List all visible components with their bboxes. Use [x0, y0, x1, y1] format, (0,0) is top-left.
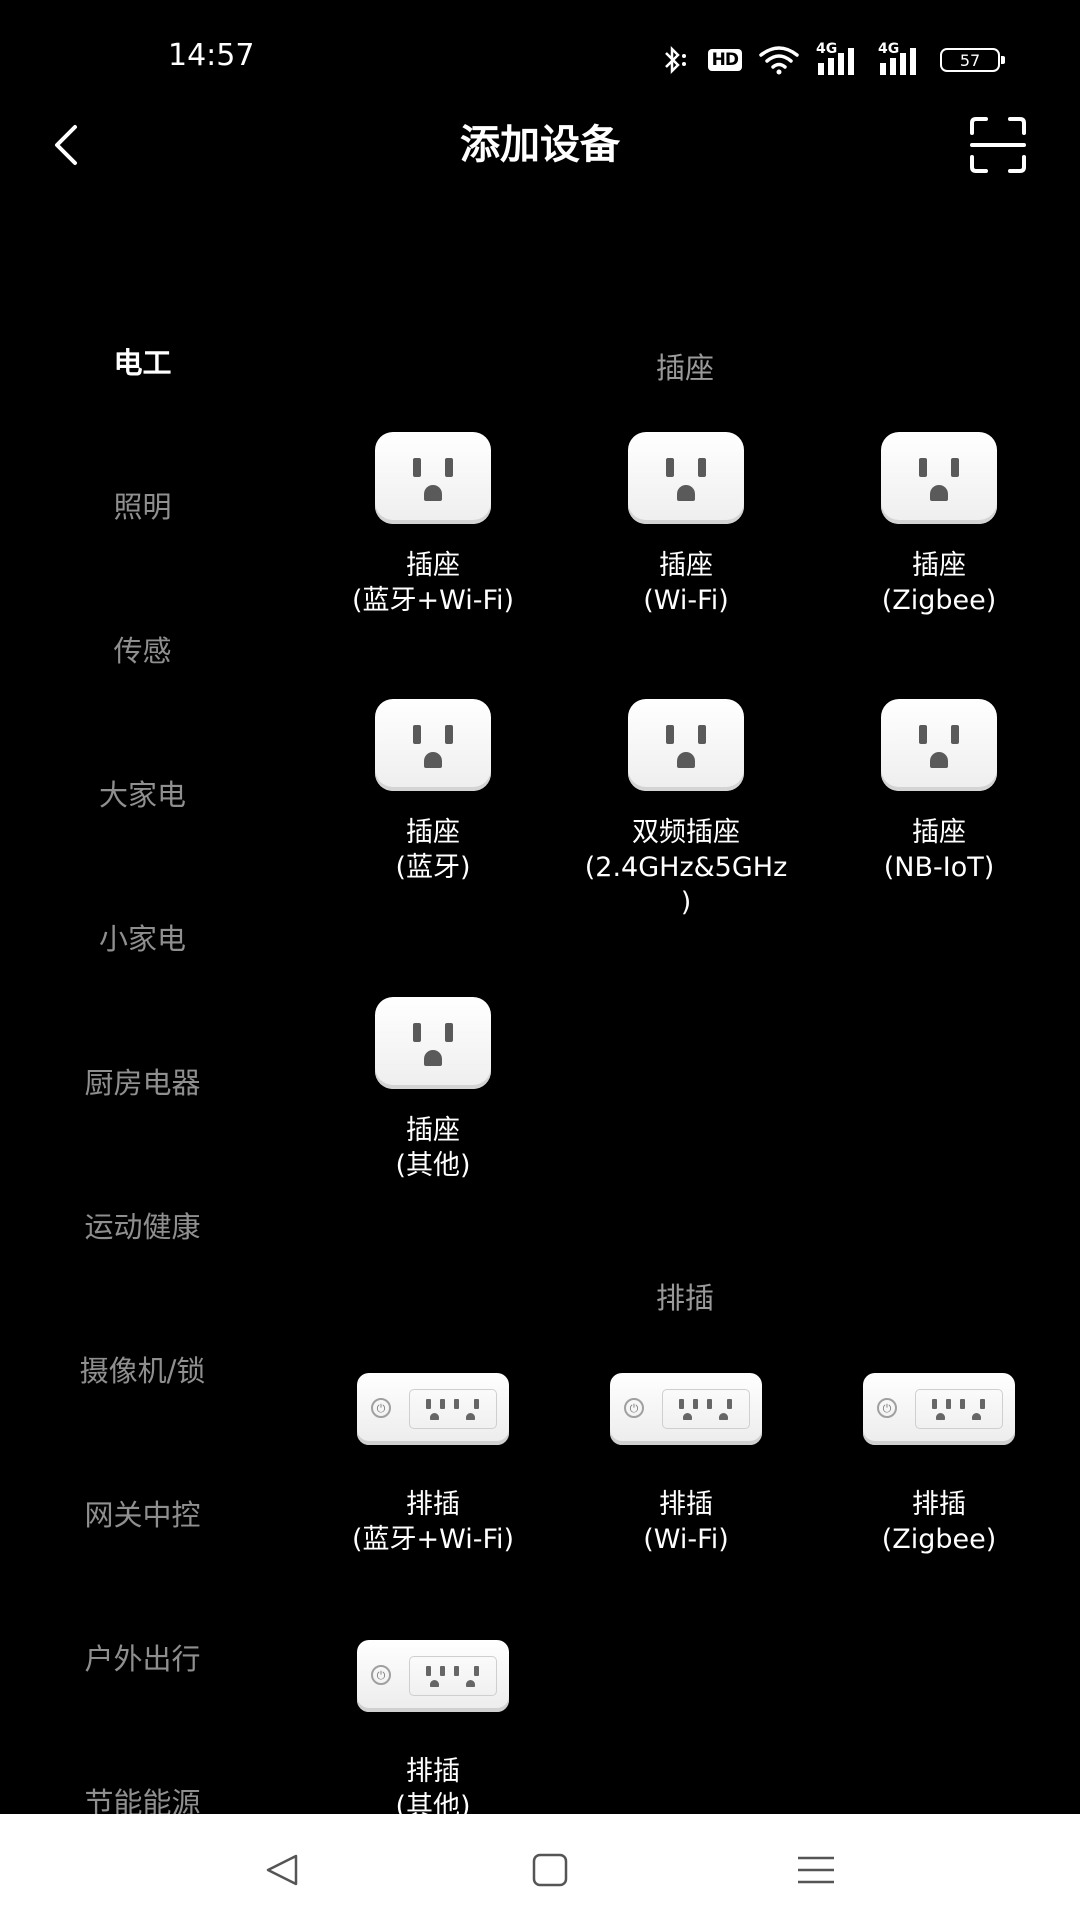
socket-icon: [628, 432, 744, 524]
category-camera-lock[interactable]: 摄像机/锁: [79, 1354, 206, 1388]
device-name: 排插: [912, 1489, 966, 1520]
category-kitchen-appliance[interactable]: 厨房电器: [84, 1066, 201, 1100]
device-socket-wifi[interactable]: 插座 (Wi-Fi): [566, 432, 806, 618]
page-title: 添加设备: [460, 122, 620, 168]
wifi-icon: [759, 46, 799, 75]
category-sensor[interactable]: 传感: [113, 634, 172, 668]
device-protocol: (蓝牙+Wi-Fi): [351, 1524, 515, 1555]
power-icon: ⏻: [624, 1398, 644, 1418]
device-strip-zigbee[interactable]: ⏻ 排插 (Zigbee): [819, 1365, 1059, 1557]
category-outdoor-travel[interactable]: 户外出行: [84, 1642, 201, 1676]
device-name: 插座: [406, 550, 460, 581]
device-protocol: (NB-IoT): [883, 852, 995, 883]
device-name: 插座: [912, 550, 966, 581]
system-nav-bar: [0, 1814, 1080, 1920]
device-protocol: (Zigbee): [881, 1524, 997, 1555]
device-socket-ble-wifi[interactable]: 插座 (蓝牙+Wi-Fi): [313, 432, 553, 618]
device-protocol: (2.4GHz&5GHz: [584, 852, 788, 883]
device-protocol: (Wi-Fi): [643, 585, 729, 616]
power-strip-icon: ⏻: [863, 1373, 1015, 1445]
device-protocol: (Wi-Fi): [643, 1524, 729, 1555]
hd-voice-icon: HD: [707, 49, 742, 71]
device-protocol: (蓝牙+Wi-Fi): [351, 585, 515, 616]
power-strip-icon: ⏻: [357, 1640, 509, 1712]
socket-icon: [375, 699, 491, 791]
category-sports-health[interactable]: 运动健康: [84, 1210, 201, 1244]
header: 添加设备: [0, 115, 1080, 255]
network-type-2: 4G: [878, 41, 900, 57]
socket-icon: [375, 997, 491, 1089]
device-strip-wifi[interactable]: ⏻ 排插 (Wi-Fi): [566, 1365, 806, 1557]
nav-menu-button[interactable]: [794, 1850, 838, 1890]
device-name: 排插: [406, 1756, 460, 1787]
category-small-appliance[interactable]: 小家电: [98, 922, 186, 956]
socket-icon: [881, 432, 997, 524]
socket-icon: [628, 699, 744, 791]
socket-icon: [375, 432, 491, 524]
scan-icon: [970, 117, 1026, 173]
chevron-left-icon: [55, 125, 77, 165]
device-socket-dual-band[interactable]: 双频插座 (2.4GHz&5GHz): [566, 699, 806, 920]
status-time: 14:57: [168, 38, 255, 73]
device-name: 插座: [406, 817, 460, 848]
category-large-appliance[interactable]: 大家电: [98, 778, 186, 812]
category-sidebar: 电工 照明 传感 大家电 小家电 厨房电器 运动健康 摄像机/锁 网关中控 户外…: [0, 300, 285, 1884]
device-protocol: (Zigbee): [881, 585, 997, 616]
category-electrician[interactable]: 电工: [113, 346, 172, 380]
nav-back-button[interactable]: [260, 1850, 304, 1890]
menu-icon: [798, 1856, 834, 1884]
device-socket-zigbee[interactable]: 插座 (Zigbee): [819, 432, 1059, 618]
device-strip-other[interactable]: ⏻ 排插(其他): [313, 1632, 553, 1824]
device-name: 排插: [406, 1489, 460, 1520]
scan-button[interactable]: [966, 113, 1030, 177]
device-socket-other[interactable]: 插座 (其他): [313, 997, 553, 1183]
device-strip-ble-wifi[interactable]: ⏻ 排插 (蓝牙+Wi-Fi): [313, 1365, 553, 1557]
back-button[interactable]: [40, 115, 90, 175]
battery-icon: 57: [940, 48, 1005, 72]
device-protocol: (其他): [395, 1150, 471, 1181]
bluetooth-icon: [664, 45, 686, 75]
category-lighting[interactable]: 照明: [113, 490, 172, 524]
nav-home-button[interactable]: [528, 1850, 572, 1890]
power-strip-icon: ⏻: [357, 1373, 509, 1445]
device-socket-nb-iot[interactable]: 插座 (NB-IoT): [819, 699, 1059, 885]
power-icon: ⏻: [371, 1665, 391, 1685]
device-protocol-end: ): [680, 887, 692, 918]
status-icons: HD 4G 4G 57: [658, 40, 1005, 80]
device-name: 插座: [659, 550, 713, 581]
section-title-socket: 插座: [655, 351, 714, 385]
triangle-back-icon: [266, 1854, 298, 1886]
socket-icon: [881, 699, 997, 791]
section-title-power-strip: 排插: [655, 1281, 714, 1315]
power-icon: ⏻: [371, 1398, 391, 1418]
power-icon: ⏻: [877, 1398, 897, 1418]
device-name: 双频插座: [632, 817, 740, 848]
signal-icon-2: 4G: [878, 41, 924, 75]
category-gateway-control[interactable]: 网关中控: [84, 1498, 201, 1532]
device-protocol: (蓝牙): [395, 852, 471, 883]
device-socket-ble[interactable]: 插座 (蓝牙): [313, 699, 553, 885]
device-name: 插座: [406, 1115, 460, 1146]
device-name: 插座: [912, 817, 966, 848]
device-name: 排插: [659, 1489, 713, 1520]
signal-icon-1: 4G: [816, 41, 862, 75]
square-home-icon: [532, 1853, 568, 1887]
status-bar: 14:57 HD 4G 4G 57: [0, 0, 1080, 115]
network-type-1: 4G: [816, 41, 838, 57]
power-strip-icon: ⏻: [610, 1373, 762, 1445]
